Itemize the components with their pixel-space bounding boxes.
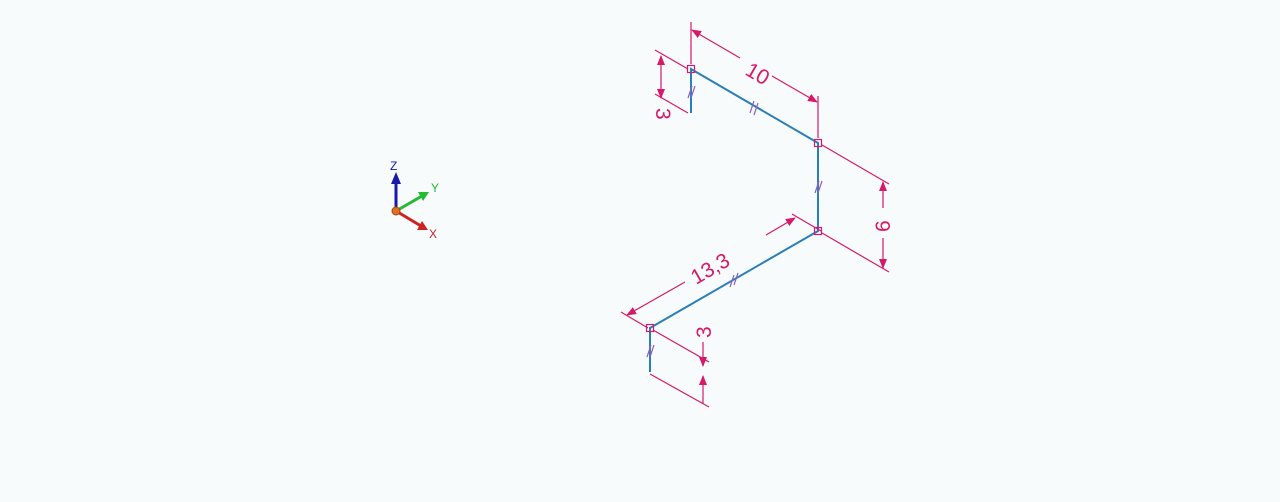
dimension-value-left-vertical: 3 xyxy=(651,108,674,120)
parallel-mark xyxy=(646,344,655,358)
pipe-vertices xyxy=(645,64,823,333)
pipe-route xyxy=(649,67,819,372)
dimension-value-bottom-vertical: 3 xyxy=(693,326,716,338)
y-axis-line xyxy=(395,194,423,213)
x-axis-label: X xyxy=(429,227,437,241)
z-axis-arrow xyxy=(391,172,401,184)
dimension-value-right-vertical: 6 xyxy=(872,220,895,232)
axis-triad: Z Y X xyxy=(390,159,439,241)
dimensions xyxy=(620,22,890,408)
dimension-left-vertical xyxy=(654,49,689,114)
y-axis-arrow xyxy=(418,192,429,201)
dimension-right-vertical xyxy=(821,144,890,273)
vertex-marker xyxy=(813,226,823,236)
parallel-mark xyxy=(729,272,739,288)
dimension-bottom-horizontal xyxy=(620,213,822,329)
parallel-mark xyxy=(814,180,823,194)
z-axis-label: Z xyxy=(390,159,397,173)
origin-marker xyxy=(391,206,401,216)
dimension-bottom-vertical xyxy=(649,329,710,408)
parallel-mark xyxy=(749,100,759,116)
parallel-constraint-marks xyxy=(646,85,823,358)
parallel-mark xyxy=(687,85,696,99)
y-axis-label: Y xyxy=(431,181,439,195)
x-axis-line xyxy=(395,209,422,228)
x-axis-arrow xyxy=(417,221,428,230)
pipe-polyline xyxy=(649,67,819,372)
vertex-marker xyxy=(813,138,823,148)
dimension-top-horizontal xyxy=(690,22,819,138)
dimension-value-top-horizontal: 10 xyxy=(742,58,774,90)
vertex-marker xyxy=(645,323,655,333)
